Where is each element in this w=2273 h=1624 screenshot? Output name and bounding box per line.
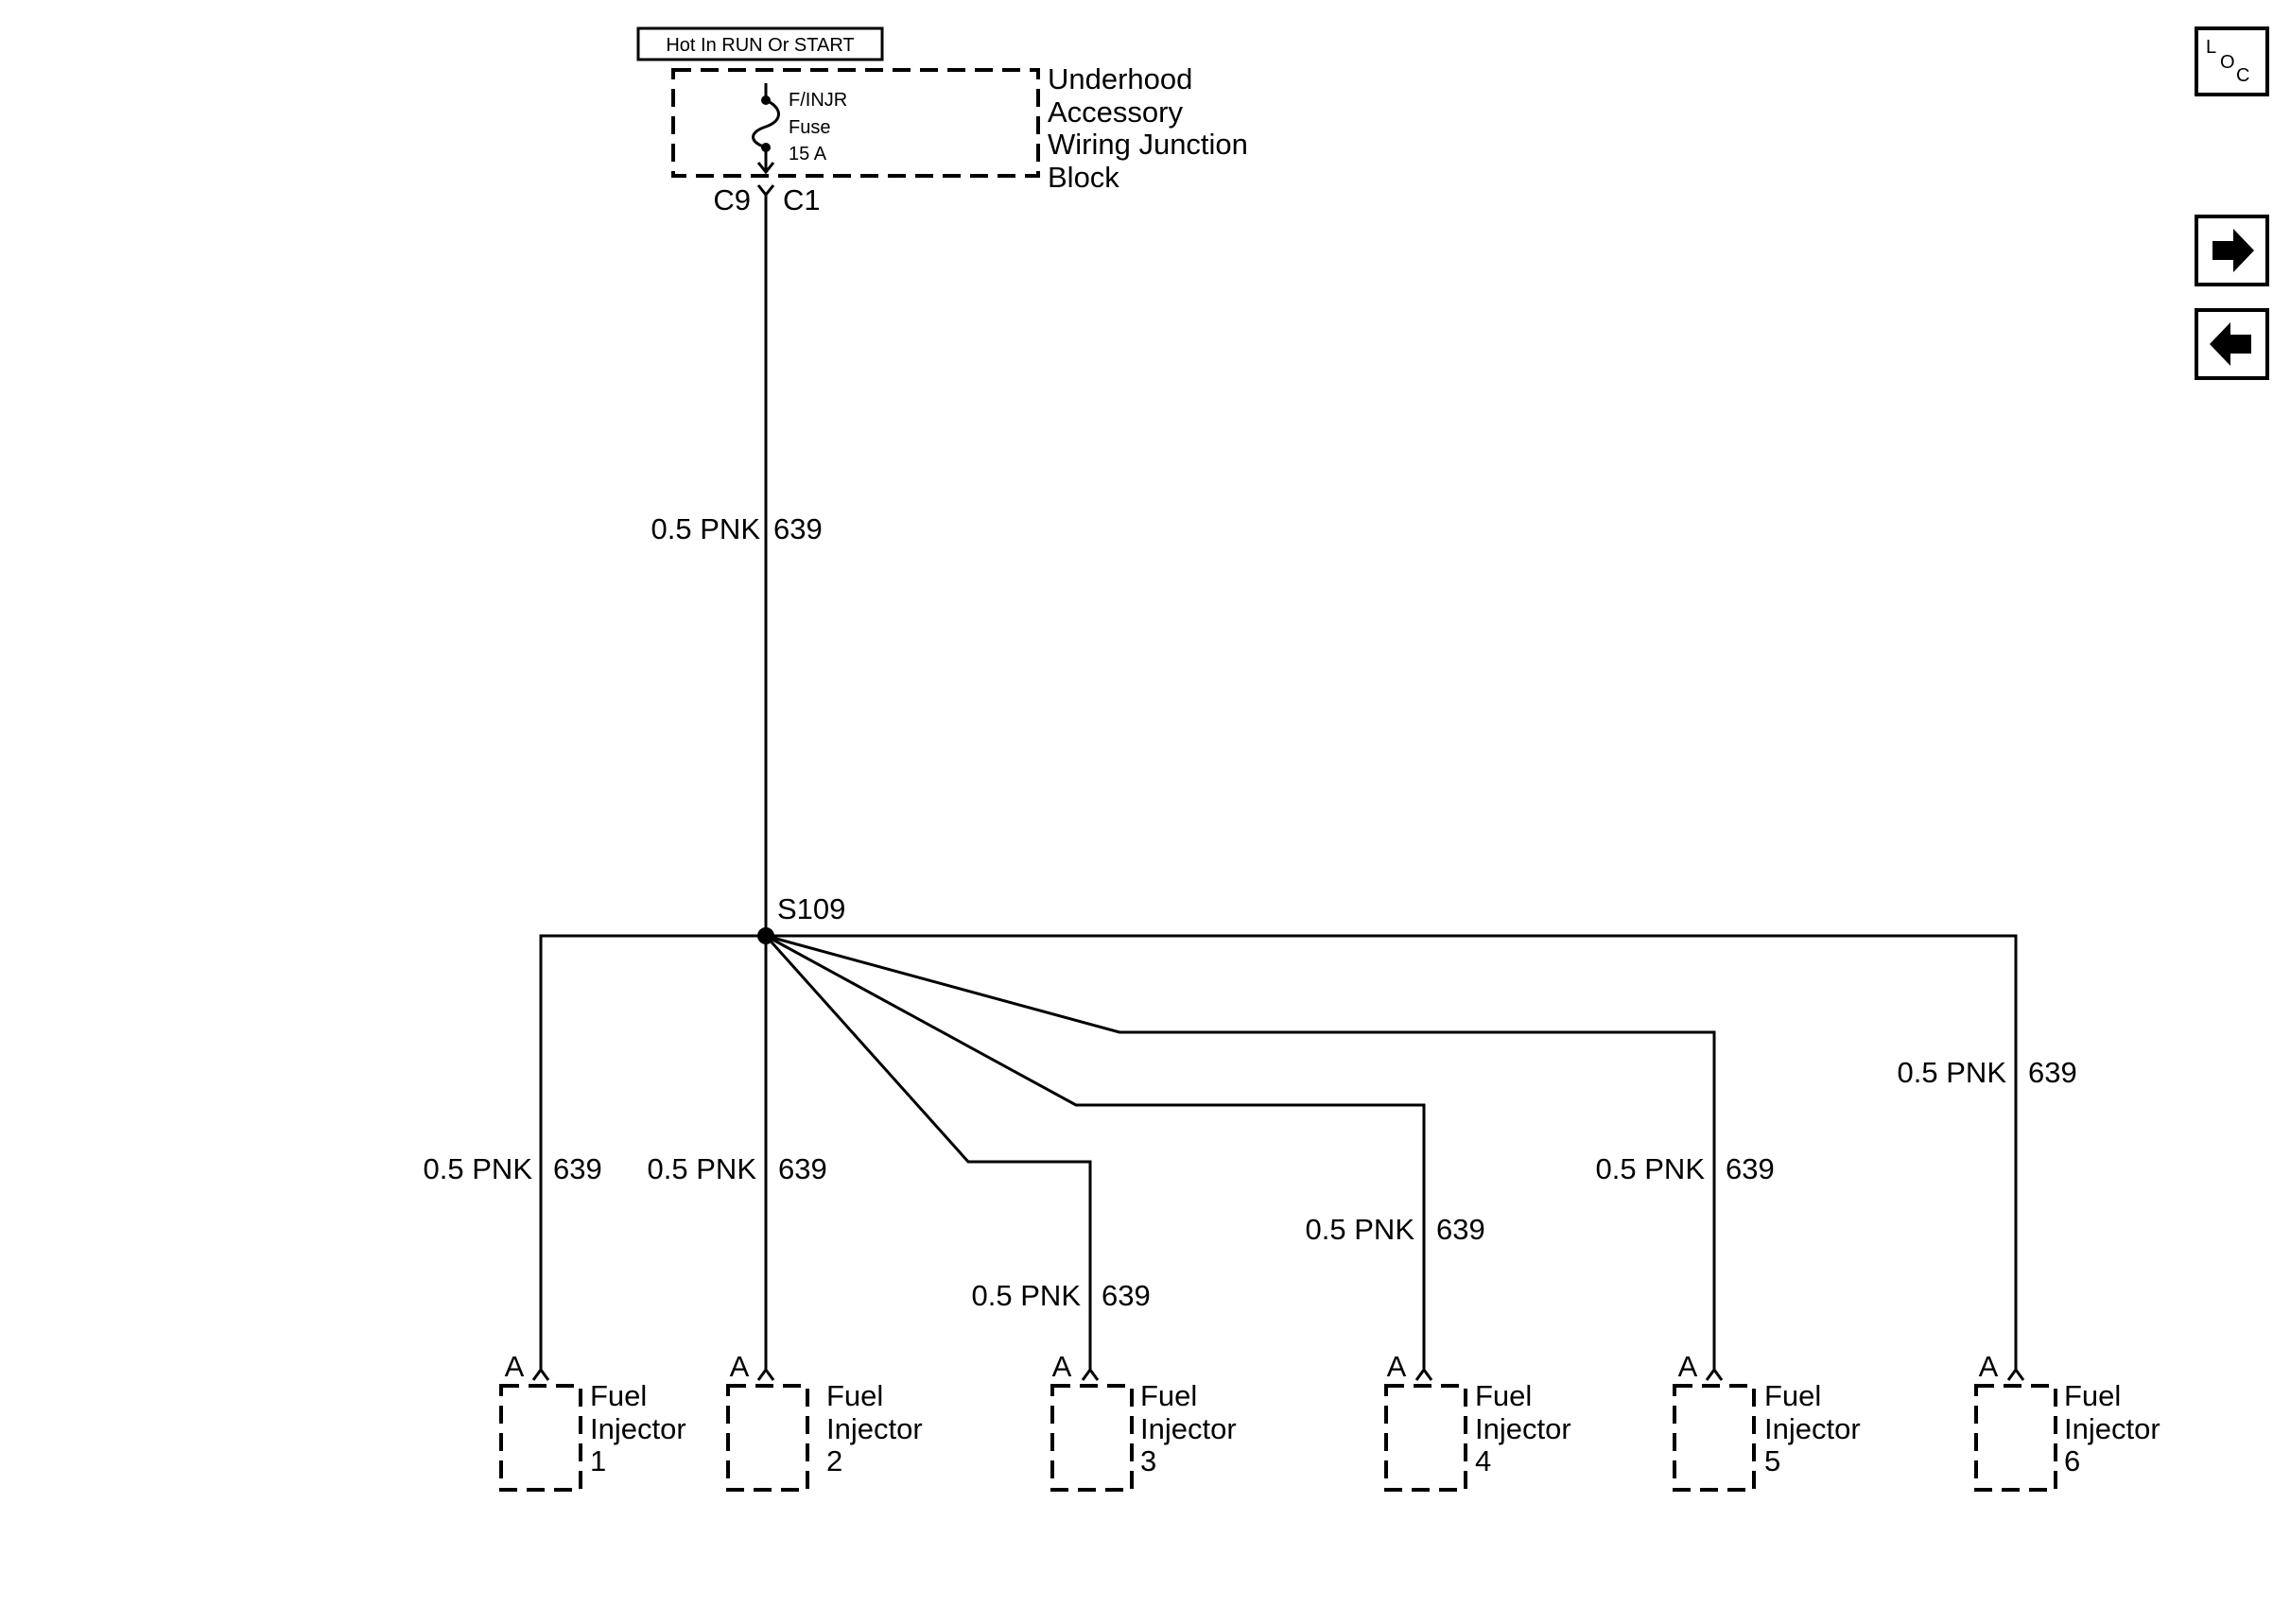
feed-wire-size-color: 0.5 PNK (651, 512, 761, 545)
injector-4-pin: A (1387, 1350, 1407, 1383)
injector-5-outline (1673, 1384, 1756, 1492)
wire-3-circuit: 639 (1102, 1279, 1151, 1312)
connector-right-label: C1 (783, 183, 821, 216)
junction-block-outline (671, 68, 1040, 178)
injector-5-pin: A (1678, 1350, 1698, 1383)
injector-1-outline (499, 1384, 582, 1492)
wire-5-size-color: 0.5 PNK (1596, 1152, 1706, 1185)
wire-2-size-color: 0.5 PNK (648, 1152, 757, 1185)
injector-4-name-3: 4 (1475, 1444, 1491, 1477)
underhood-junction-block: Underhood Accessory Wiring Junction Bloc… (671, 62, 1248, 194)
injector-2-name-3: 2 (826, 1444, 842, 1477)
injector-6-outline (1974, 1384, 2057, 1492)
branch-wire-4 (765, 934, 1426, 1371)
fuel-injector-2: A Fuel Injector 2 (726, 1350, 923, 1492)
loc-letter-c: C (2236, 65, 2249, 86)
arrow-left-icon (2210, 322, 2251, 366)
injector-4-name-1: Fuel (1475, 1379, 1532, 1412)
fuel-injector-4: A Fuel Injector 4 (1384, 1350, 1571, 1492)
injector-1-pin: A (505, 1350, 525, 1383)
branch-wire-6 (766, 934, 2018, 1371)
fuel-injector-3: A Fuel Injector 3 (1050, 1350, 1237, 1492)
wire-1-circuit: 639 (553, 1152, 602, 1185)
injector-4-name-2: Injector (1475, 1412, 1571, 1445)
junction-block-name-4: Block (1048, 161, 1119, 194)
branch-wire-1 (539, 934, 766, 1371)
forward-button[interactable] (2195, 215, 2269, 286)
fuse-type: Fuse (789, 117, 830, 138)
loc-letter-o: O (2220, 52, 2235, 73)
injector-3-connector-icon (1081, 1367, 1100, 1381)
injector-2-pin: A (730, 1350, 750, 1383)
wire-6-circuit: 639 (2028, 1056, 2077, 1089)
injector-1-name-3: 1 (590, 1444, 606, 1477)
injector-6-name-3: 6 (2064, 1444, 2080, 1477)
injector-3-pin: A (1052, 1350, 1072, 1383)
fuel-injector-6: A Fuel Injector 6 (1974, 1350, 2160, 1492)
injector-2-name-1: Fuel (826, 1379, 883, 1412)
injector-2-name-2: Injector (826, 1412, 923, 1445)
injector-1-name-1: Fuel (590, 1379, 647, 1412)
injector-1-name-2: Injector (590, 1412, 686, 1445)
loc-letter-l: L (2206, 37, 2216, 58)
feed-wire-circuit: 639 (773, 512, 823, 545)
injector-4-outline (1384, 1384, 1467, 1492)
injector-3-outline (1050, 1384, 1134, 1492)
injector-6-pin: A (1979, 1350, 1999, 1383)
injector-6-name-1: Fuel (2064, 1379, 2121, 1412)
power-label: Hot In RUN Or START (666, 35, 854, 56)
injector-5-name-2: Injector (1764, 1412, 1861, 1445)
arrow-right-icon (2212, 229, 2254, 272)
fuel-injector-1: A Fuel Injector 1 (499, 1350, 686, 1492)
wire-6-size-color: 0.5 PNK (1898, 1056, 2007, 1089)
branch-wire-3 (764, 934, 1092, 1371)
injector-5-connector-icon (1705, 1367, 1724, 1381)
injector-6-name-2: Injector (2064, 1412, 2160, 1445)
injector-3-name-3: 3 (1140, 1444, 1156, 1477)
junction-block-name-1: Underhood (1048, 62, 1192, 95)
wire-2-circuit: 639 (778, 1152, 827, 1185)
injector-2-outline (726, 1384, 809, 1492)
injector-3-name-1: Fuel (1140, 1379, 1197, 1412)
branch-wire-5 (765, 934, 1716, 1371)
junction-block-name-2: Accessory (1048, 95, 1183, 129)
injector-1-connector-icon (531, 1367, 550, 1381)
injector-4-connector-icon (1414, 1367, 1433, 1381)
wire-3-size-color: 0.5 PNK (972, 1279, 1082, 1312)
wire-1-size-color: 0.5 PNK (424, 1152, 533, 1185)
splice-label: S109 (777, 892, 845, 925)
fuel-injector-5: A Fuel Injector 5 (1673, 1350, 1861, 1492)
fuse-name: F/INJR (789, 90, 847, 111)
power-label-box (636, 26, 884, 61)
connector-left-label: C9 (713, 183, 751, 216)
fuse-rating: 15 A (789, 144, 827, 164)
fuse-icon (752, 83, 780, 175)
wire-5-circuit: 639 (1726, 1152, 1775, 1185)
injector-3-name-2: Injector (1140, 1412, 1237, 1445)
back-button[interactable] (2195, 308, 2269, 380)
wire-4-size-color: 0.5 PNK (1306, 1213, 1415, 1246)
loc-button[interactable]: L O C (2195, 26, 2269, 96)
injector-2-connector-icon (756, 1367, 775, 1381)
injector-6-connector-icon (2006, 1367, 2025, 1381)
junction-block-name-3: Wiring Junction (1048, 128, 1248, 161)
wire-4-circuit: 639 (1436, 1213, 1485, 1246)
injector-5-name-1: Fuel (1764, 1379, 1821, 1412)
injector-5-name-3: 5 (1764, 1444, 1780, 1477)
